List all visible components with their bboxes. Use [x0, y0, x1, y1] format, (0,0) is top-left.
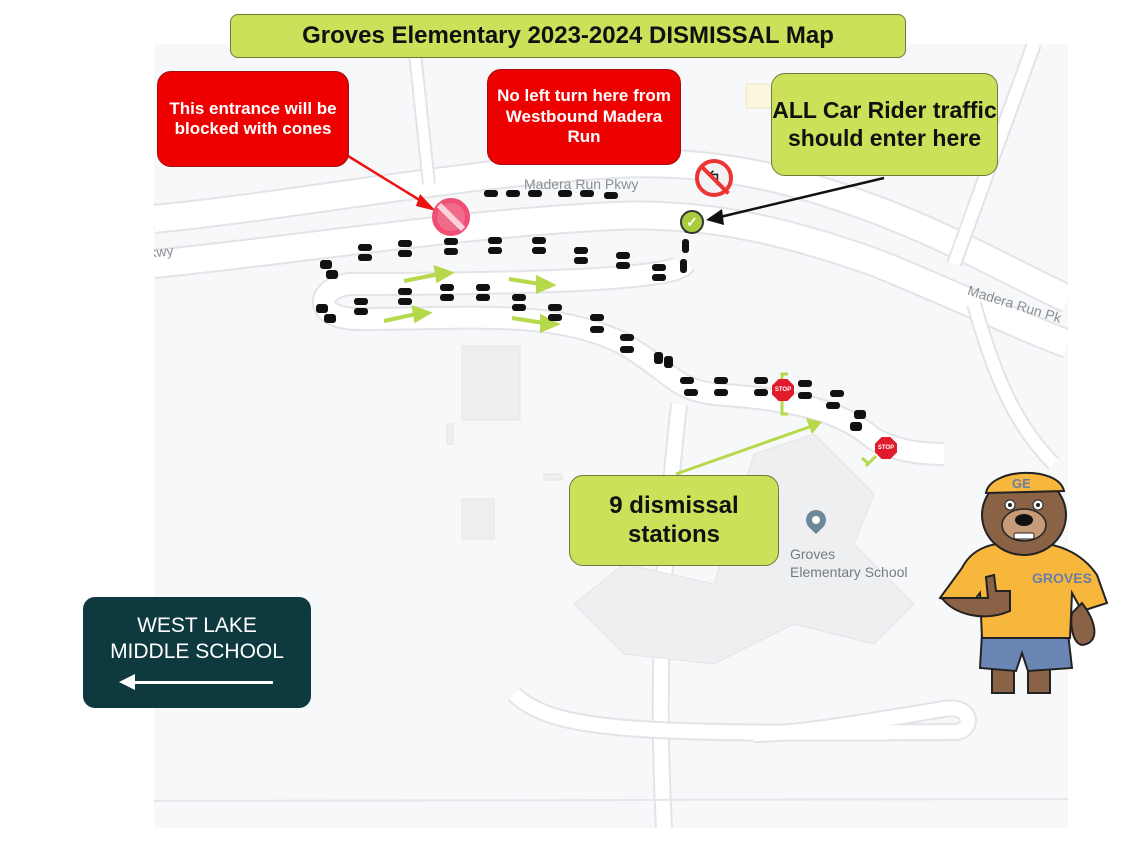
no-left-turn-callout: No left turn here from Westbound Madera … [487, 69, 681, 165]
poi-groves-elementary: Groves Elementary School [790, 546, 908, 581]
sign-line-2: MIDDLE SCHOOL [110, 640, 284, 664]
bear-mascot-icon: GROVES GE [938, 471, 1109, 694]
stop-sign-icon: STOP [772, 379, 794, 401]
svg-text:GE: GE [1012, 476, 1031, 491]
page-title: Groves Elementary 2023-2024 DISMISSAL Ma… [230, 14, 906, 58]
west-lake-middle-school-sign: WEST LAKE MIDDLE SCHOOL [83, 597, 311, 708]
blocked-entrance-callout: This entrance will be blocked with cones [157, 71, 349, 167]
svg-text:GROVES: GROVES [1032, 570, 1092, 586]
left-arrow-icon [119, 674, 273, 690]
sign-line-1: WEST LAKE [137, 614, 257, 637]
dismissal-stations-callout: 9 dismissal stations [569, 475, 779, 566]
do-not-enter-icon [432, 198, 470, 236]
stop-sign-icon: STOP [875, 437, 897, 459]
checkmark-icon: ✓ [680, 210, 704, 234]
no-left-turn-icon: ↰ [695, 159, 733, 197]
car-rider-entry-callout: ALL Car Rider traffic should enter here [771, 73, 998, 176]
road-label-madera-run-pkwy: Madera Run Pkwy [524, 176, 639, 192]
car-queue [316, 190, 866, 431]
